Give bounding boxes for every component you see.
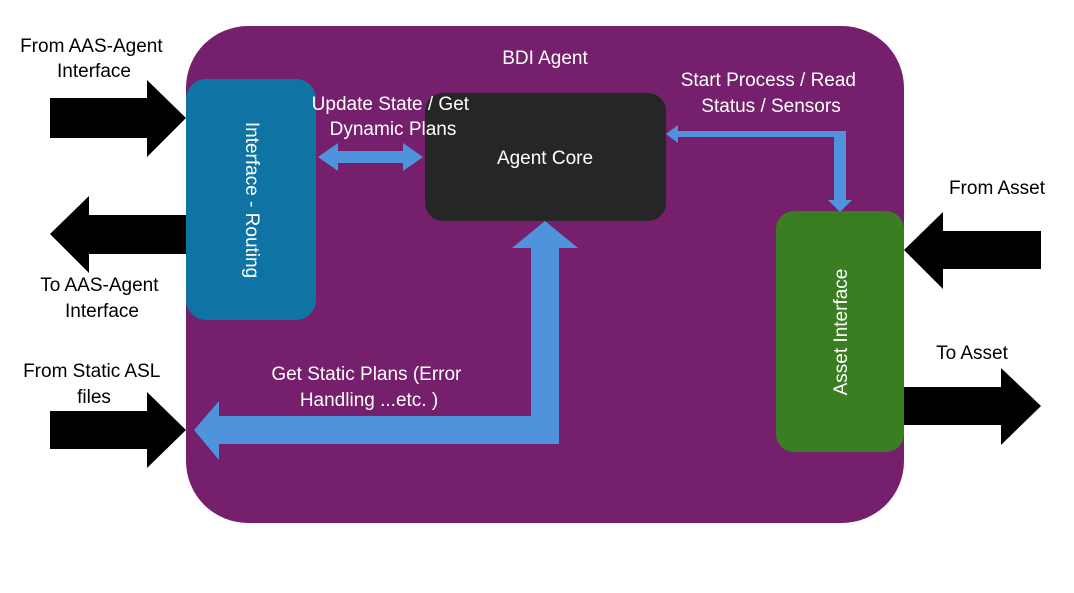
from-static-asl-label: From Static ASL files [23, 361, 165, 408]
to-aas-label: To AAS-Agent Interface [40, 275, 164, 322]
asset-interface-block [776, 211, 904, 452]
from-asset-arrow [904, 212, 1041, 289]
static-plans-arrow [194, 221, 578, 460]
asset-interface-label: Asset Interface [831, 269, 852, 396]
core-asset-elbow-arrow [666, 125, 852, 212]
to-asset-arrow [904, 368, 1041, 445]
routing-core-double-arrow [318, 143, 423, 171]
interface-routing-label: Interface - Routing [241, 122, 262, 278]
update-state-label: Update State / Get Dynamic Plans [312, 94, 475, 140]
interface-routing-block [186, 79, 316, 320]
from-aas-arrow [50, 80, 186, 157]
agent-core-block [425, 93, 666, 221]
from-static-asl-arrow [50, 392, 186, 468]
start-process-label: Start Process / Read Status / Sensors [681, 70, 862, 117]
agent-core-label: Agent Core [497, 148, 593, 169]
to-aas-arrow [50, 196, 186, 273]
static-plans-label: Get Static Plans (Error Handling ...etc.… [271, 364, 466, 411]
from-asset-label: From Asset [949, 178, 1046, 199]
to-asset-label: To Asset [936, 343, 1009, 364]
from-aas-label: From AAS-Agent Interface [20, 36, 168, 82]
bdi-agent-title: BDI Agent [502, 48, 588, 69]
